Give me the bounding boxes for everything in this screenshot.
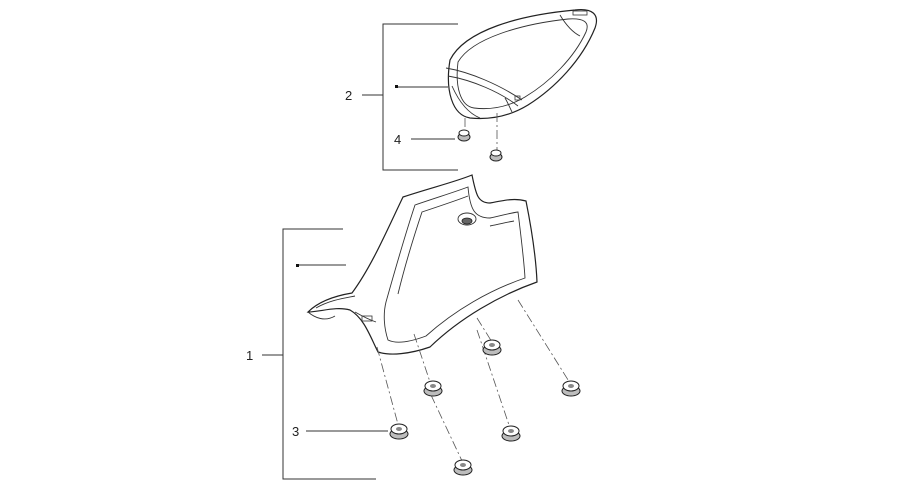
front-mount-line-1 [376, 346, 400, 429]
front-grommet-2 [423, 380, 443, 397]
rear-seat-bracket [362, 23, 458, 171]
callout-rear-seat: 2 [345, 88, 352, 103]
callout-rear-seat-grommet: 4 [394, 132, 401, 147]
front-grommet-5 [501, 425, 521, 442]
callout-front-seat-grommet: 3 [292, 424, 299, 439]
front-mount-line-6 [517, 299, 571, 384]
front-mount-line-2 [413, 333, 432, 386]
rear-grommet-1 [457, 129, 471, 142]
front-grommet-3 [482, 339, 502, 356]
front-grommet-1 [389, 423, 409, 440]
front-seat-bracket [262, 228, 376, 480]
front-grommet-6 [453, 459, 473, 476]
callout-front-seat: 1 [246, 348, 253, 363]
front-grommet-4 [561, 380, 581, 397]
front-seat [306, 174, 538, 355]
front-mount-line-4 [476, 317, 493, 343]
front-mount-line-5 [476, 329, 511, 429]
front-mount-line-3 [430, 394, 464, 464]
rear-grommet-2 [489, 149, 503, 162]
rear-seat [445, 9, 597, 120]
